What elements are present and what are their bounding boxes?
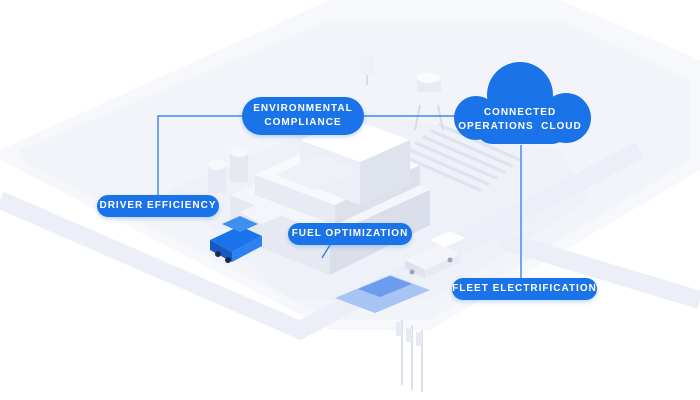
cloud-label-line-1: CONNECTED bbox=[483, 107, 557, 118]
environmental-compliance-line-1: ENVIRONMENTAL bbox=[253, 103, 353, 114]
environmental-compliance-line-2: COMPLIANCE bbox=[264, 117, 342, 128]
connected-operations-cloud-label: CONNECTED OPERATIONS CLOUD bbox=[455, 102, 585, 138]
cloud-shape bbox=[454, 62, 591, 144]
driver-efficiency-text: DRIVER EFFICIENCY bbox=[99, 200, 217, 211]
silos bbox=[208, 147, 248, 193]
sign-post bbox=[360, 55, 374, 85]
cloud-label-line-2: OPERATIONS CLOUD bbox=[458, 121, 582, 132]
water-tower bbox=[414, 73, 444, 131]
fuel-optimization-label: FUEL OPTIMIZATION bbox=[288, 223, 412, 245]
environmental-compliance-label: ENVIRONMENTAL COMPLIANCE bbox=[242, 97, 364, 135]
ev-lane-highlight bbox=[335, 275, 430, 313]
fleet-electrification-label: FLEET ELECTRIFICATION bbox=[452, 278, 597, 300]
flag-poles bbox=[396, 320, 423, 392]
electric-truck bbox=[405, 231, 465, 278]
blue-truck bbox=[210, 200, 290, 263]
fuel-optimization-text: FUEL OPTIMIZATION bbox=[291, 228, 409, 239]
parking-lines bbox=[398, 123, 522, 192]
fleet-electrification-text: FLEET ELECTRIFICATION bbox=[452, 283, 597, 294]
driver-efficiency-label: DRIVER EFFICIENCY bbox=[97, 195, 219, 217]
